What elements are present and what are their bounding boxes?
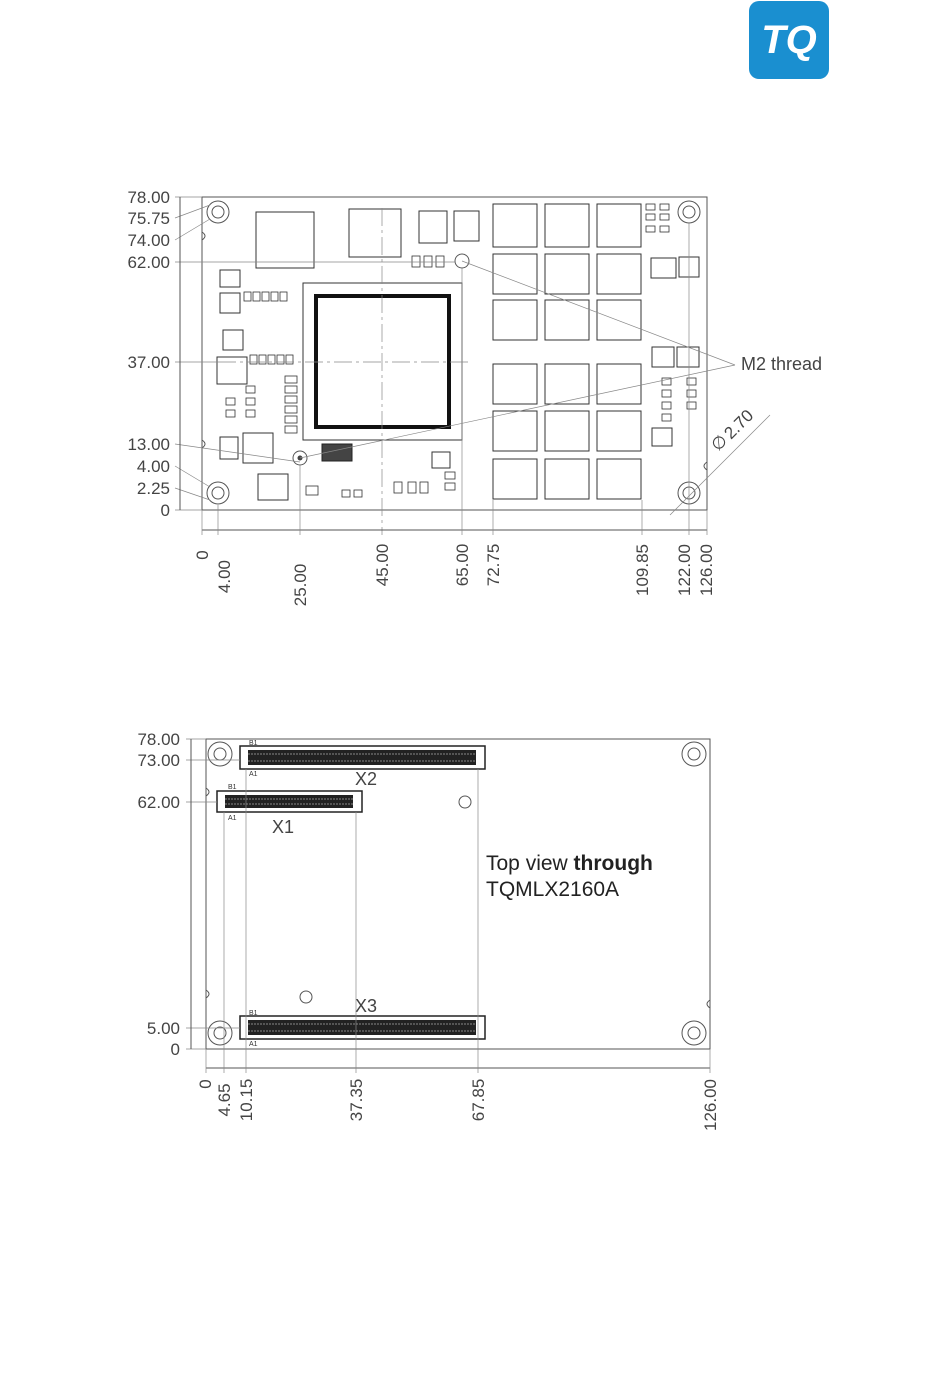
mounting-hole-tr xyxy=(678,201,700,223)
connector-x1: B1 A1 X1 xyxy=(217,784,362,837)
memory-chip-grid xyxy=(493,204,641,499)
mounting-hole-2-tr xyxy=(682,742,706,766)
y-dimensions-2: 78.00 73.00 62.00 5.00 0 xyxy=(137,730,240,1059)
x-dim-4: 4.00 xyxy=(215,560,234,593)
diameter-label: 2.70 xyxy=(720,406,757,443)
x2-dim-0: 0 xyxy=(196,1079,215,1088)
mounting-hole-2-bl xyxy=(208,1021,232,1045)
x-dim-25: 25.00 xyxy=(291,564,310,607)
y-dim-78: 78.00 xyxy=(127,188,170,207)
y-dim-37: 37.00 xyxy=(127,353,170,372)
y2-dim-0: 0 xyxy=(171,1040,180,1059)
mounting-hole-bl xyxy=(207,482,229,504)
cpu-package xyxy=(303,283,462,440)
m2-thread-label: M2 thread xyxy=(741,354,822,374)
view-note-line2: TQMLX2160A xyxy=(486,878,619,901)
x3-pin-a1: A1 xyxy=(249,1041,258,1048)
x-dim-72-75: 72.75 xyxy=(484,544,503,587)
y-dim-0: 0 xyxy=(161,501,170,520)
connector-x2: B1 A1 X2 xyxy=(240,740,485,789)
x2-dim-10-15: 10.15 xyxy=(237,1079,256,1122)
mounting-hole-2-br xyxy=(682,1021,706,1045)
x2-pin-b1: B1 xyxy=(249,740,258,747)
y2-dim-5: 5.00 xyxy=(147,1019,180,1038)
x2-dim-67-85: 67.85 xyxy=(469,1079,488,1122)
board-outline-2 xyxy=(206,739,710,1049)
connector-x1-label: X1 xyxy=(272,817,294,837)
x2-dim-4-65: 4.65 xyxy=(215,1083,234,1116)
view-note-line1: Top view through xyxy=(486,852,653,875)
x1-pin-a1: A1 xyxy=(228,815,237,822)
mounting-hole-tl xyxy=(207,201,229,223)
y2-dim-78: 78.00 xyxy=(137,730,180,749)
y-dim-2-25: 2.25 xyxy=(137,479,170,498)
y-dim-4: 4.00 xyxy=(137,457,170,476)
x-dim-0: 0 xyxy=(193,550,212,559)
y-dim-74: 74.00 xyxy=(127,231,170,250)
x-dim-122: 122.00 xyxy=(675,544,694,596)
y2-dim-73: 73.00 xyxy=(137,751,180,770)
connector-x3: B1 A1 X3 xyxy=(240,996,485,1048)
x3-pin-b1: B1 xyxy=(249,1010,258,1017)
drawing-top-components: 78.00 75.75 74.00 62.00 37.00 13.00 4.00… xyxy=(127,188,822,606)
x-dim-126: 126.00 xyxy=(697,544,716,596)
mounting-hole-2-tl xyxy=(208,742,232,766)
x2-pin-a1: A1 xyxy=(249,771,258,778)
x-dim-65: 65.00 xyxy=(453,544,472,587)
connector-x3-label: X3 xyxy=(355,996,377,1016)
x1-pin-b1: B1 xyxy=(228,784,237,791)
x2-dim-37-35: 37.35 xyxy=(347,1079,366,1122)
y2-dim-62: 62.00 xyxy=(137,793,180,812)
drawing-connectors: B1 A1 X2 B1 A1 X1 B1 A1 X3 Top view thro… xyxy=(137,730,720,1131)
x-dim-109-85: 109.85 xyxy=(633,544,652,596)
y-dim-75-75: 75.75 xyxy=(127,209,170,228)
y-dim-13: 13.00 xyxy=(127,435,170,454)
x2-dim-126: 126.00 xyxy=(701,1079,720,1131)
y-dim-62: 62.00 xyxy=(127,253,170,272)
x-dim-45: 45.00 xyxy=(373,544,392,587)
connector-x2-label: X2 xyxy=(355,769,377,789)
